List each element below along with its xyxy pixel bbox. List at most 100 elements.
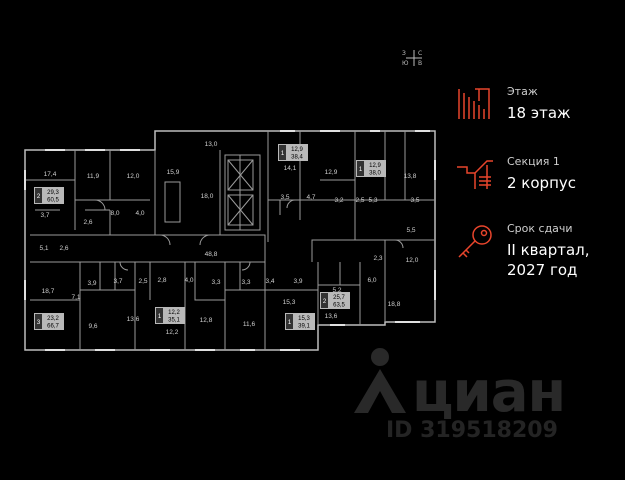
room-area-label: 18,8 (388, 301, 401, 308)
apartment-rooms-box (35, 314, 42, 329)
room-area-label: 3,3 (241, 279, 250, 286)
apartment-rooms: 2 (323, 299, 327, 305)
apartment-total-area: 60,5 (47, 198, 59, 204)
apartment-living-area: 23,2 (47, 316, 59, 322)
apartment-tag[interactable]: 2 25,7 63,5 (320, 292, 350, 309)
room-area-label: 4,7 (306, 194, 315, 201)
apartment-total-area: 63,5 (333, 303, 345, 309)
apartment-rooms: 1 (158, 314, 162, 320)
room-area-label: 3,9 (293, 278, 302, 285)
apartment-living-area: 15,3 (298, 316, 310, 322)
delivery-label: Срок сдачи (507, 222, 573, 235)
apartment-rooms-box (35, 188, 42, 203)
room-area-label: 5,2 (332, 287, 341, 294)
room-area-label: 3,5 (410, 197, 419, 204)
apartment-total-area: 38,4 (291, 155, 303, 161)
room-area-label: 12,2 (166, 329, 179, 336)
cian-brand-text: циан (412, 360, 566, 425)
room-area-label: 18,7 (42, 288, 55, 295)
room-area-label: 4,0 (135, 210, 144, 217)
delivery-value-line2: 2027 год (507, 261, 578, 279)
floor-label: Этаж (507, 85, 538, 98)
room-area-label: 13,8 (404, 173, 417, 180)
room-area-label: 12,9 (325, 169, 338, 176)
listing-id: ID 319518209 (386, 418, 558, 443)
apartment-total-area: 35,1 (168, 318, 180, 324)
room-area-label: 3,2 (334, 197, 343, 204)
compass-east: В (418, 60, 423, 67)
room-area-label: 2,3 (373, 255, 382, 262)
room-area-label: 3,3 (211, 279, 220, 286)
apartment-tag[interactable]: 3 23,2 66,7 (34, 313, 64, 330)
apartment-tag[interactable]: 1 12,9 38,4 (278, 144, 308, 161)
apartment-rooms-box (156, 308, 163, 323)
room-area-label: 4,0 (184, 277, 193, 284)
room-area-label: 7,1 (71, 294, 80, 301)
room-area-label: 11,6 (243, 321, 256, 328)
room-area-label: 11,9 (87, 173, 100, 180)
room-area-label: 12,0 (406, 257, 419, 264)
apartment-rooms-box (357, 161, 364, 176)
room-area-label: 2,5 (138, 278, 147, 285)
apartment-rooms: 2 (37, 194, 41, 200)
room-area-labels: 17,4 11,9 12,0 15,9 13,0 18,0 14,1 12,9 13,8 3,7 8… (39, 141, 419, 336)
room-area-label: 15,9 (167, 169, 180, 176)
compass-north: С (418, 50, 423, 57)
apartment-living-area: 12,2 (168, 310, 180, 316)
room-area-label: 3,5 (280, 194, 289, 201)
cian-logo-icon (354, 348, 406, 413)
room-area-label: 2,8 (157, 277, 166, 284)
section-label: Секция 1 (507, 155, 560, 168)
room-area-label: 48,8 (205, 251, 218, 258)
room-area-label: 9,6 (88, 323, 97, 330)
room-area-label: 18,0 (201, 193, 214, 200)
apartment-tag[interactable]: 115,339,1 (285, 313, 315, 330)
compass-west: З (402, 50, 406, 57)
apartment-rooms: 3 (37, 320, 41, 326)
apartment-tags: 229,360,5112,938,4112,938,0323,266,7112,… (34, 144, 386, 330)
building-icon (458, 88, 490, 119)
apartment-total-area: 38,0 (369, 171, 381, 177)
compass: С В Ю З (400, 44, 428, 72)
apartment-living-area: 12,9 (369, 163, 381, 169)
apartment-rooms: 1 (288, 320, 292, 326)
room-area-label: 3,4 (265, 278, 274, 285)
floor-value: 18 этаж (507, 104, 571, 122)
room-area-label: 13,6 (127, 316, 140, 323)
room-area-label: 8,0 (110, 210, 119, 217)
room-area-label: 5,5 (406, 227, 415, 234)
room-area-label: 17,4 (44, 171, 57, 178)
room-area-label: 3,7 (113, 278, 122, 285)
apartment-rooms-box (286, 314, 293, 329)
room-area-label: 2,6 (83, 219, 92, 226)
delivery-value-line1: II квартал, (507, 241, 590, 259)
section-value: 2 корпус (507, 174, 577, 192)
room-area-label: 12,8 (200, 317, 213, 324)
apartment-tag[interactable]: 2 29,3 60,5 (34, 187, 64, 204)
room-area-label: 12,0 (127, 173, 140, 180)
apartment-tag[interactable]: 1 12,2 35,1 (155, 307, 185, 324)
room-area-label: 5,1 (39, 245, 48, 252)
apartment-living-area: 25,7 (333, 295, 345, 301)
compass-cross-icon (406, 50, 422, 66)
section-icon (457, 160, 493, 189)
room-area-label: 3,9 (87, 280, 96, 287)
apartment-rooms: 1 (281, 151, 285, 157)
apartment-rooms-box (279, 145, 286, 160)
room-area-label: 2,5 (355, 197, 364, 204)
room-area-label: 14,1 (284, 165, 297, 172)
apartment-living-area: 12,9 (291, 147, 303, 153)
room-area-label: 3,7 (40, 212, 49, 219)
key-icon (458, 225, 492, 258)
cian-watermark: циан ID 319518209 (350, 345, 590, 455)
room-area-label: 13,0 (205, 141, 218, 148)
apartment-tag[interactable]: 1 12,9 38,0 (356, 160, 386, 177)
room-area-label: 2,6 (59, 245, 68, 252)
apartment-living-area: 29,3 (47, 190, 59, 196)
compass-south: Ю (402, 60, 409, 67)
apartment-total-area: 66,7 (47, 324, 59, 330)
room-area-label: 13,6 (325, 313, 338, 320)
room-area-label: 6,0 (367, 277, 376, 284)
apartment-rooms: 1 (359, 167, 363, 173)
